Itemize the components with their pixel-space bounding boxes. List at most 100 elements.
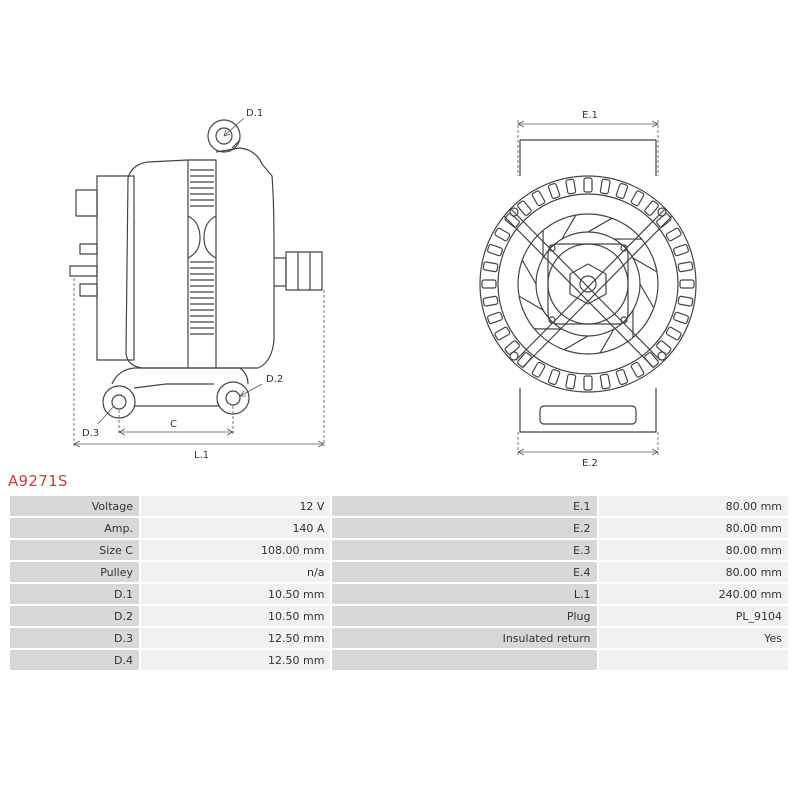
spec-value: 10.50 mm	[141, 584, 331, 604]
front-view	[479, 139, 697, 433]
side-view	[69, 119, 323, 419]
dimension-arrows	[73, 117, 659, 456]
spec-label: Pulley	[10, 562, 139, 582]
ring-slot	[665, 227, 682, 242]
ring-slot	[599, 178, 611, 195]
ring-slot	[677, 261, 694, 273]
spec-value: 12 V	[141, 496, 331, 516]
rotor-blade	[599, 328, 615, 354]
ring-slot	[673, 243, 689, 257]
label-c: C	[170, 419, 177, 430]
rotor-blade	[521, 259, 537, 285]
ring-slot	[630, 361, 645, 378]
ring-slot	[531, 190, 546, 207]
ring-slot	[494, 326, 511, 341]
spec-label: D.2	[10, 606, 139, 626]
rotor-blade	[639, 283, 655, 309]
ring-slot	[615, 183, 629, 199]
ring-slot	[656, 213, 672, 228]
rotor-blade	[563, 335, 589, 351]
ring-slot	[673, 311, 689, 325]
spec-value: 80.00 mm	[598, 562, 788, 582]
label-e1: E.1	[582, 110, 598, 121]
ring-slot	[565, 373, 577, 390]
spec-label	[332, 650, 597, 670]
ring-slot	[487, 243, 503, 257]
spec-value	[598, 650, 788, 670]
ring-slot	[565, 178, 577, 195]
rotor-blade	[561, 214, 577, 240]
spec-label: E.4	[332, 562, 597, 582]
label-d2: D.2	[266, 374, 283, 385]
ring-slot	[677, 295, 694, 307]
ring-slot	[630, 190, 645, 207]
spec-label: Voltage	[10, 496, 139, 516]
spec-value: 12.50 mm	[141, 650, 331, 670]
ring-slot	[482, 295, 499, 307]
spec-value: Yes	[598, 628, 788, 648]
spec-label: Size C	[10, 540, 139, 560]
label-e2: E.2	[582, 458, 598, 469]
ring-slot	[656, 340, 672, 355]
spec-value: PL_9104	[598, 606, 788, 626]
ring-slot	[531, 361, 546, 378]
rotor-blade	[632, 257, 658, 273]
ring-slot	[679, 279, 695, 289]
rotor-blade	[587, 217, 613, 233]
spec-label: E.1	[332, 496, 597, 516]
spec-value: n/a	[141, 562, 331, 582]
front-ring-slots	[481, 177, 695, 391]
ring-slot	[481, 279, 497, 289]
spec-value: 80.00 mm	[598, 540, 788, 560]
spec-label: D.4	[10, 650, 139, 670]
label-d1: D.1	[246, 108, 263, 119]
ring-slot	[494, 227, 511, 242]
spec-value: 80.00 mm	[598, 518, 788, 538]
ring-slot	[665, 326, 682, 341]
ring-slot	[583, 177, 593, 193]
label-l1: L.1	[194, 450, 209, 461]
ring-slot	[615, 369, 629, 385]
ring-slot	[547, 369, 561, 385]
dimension-labels: D.1 D.2 D.3 C L.1 E.1 E.2	[82, 108, 598, 469]
part-number: A9271S	[8, 472, 68, 490]
spec-value: 10.50 mm	[141, 606, 331, 626]
ring-slot	[482, 261, 499, 273]
rotor-blade	[518, 295, 544, 311]
ring-slot	[517, 200, 532, 216]
ring-slot	[583, 375, 593, 391]
ring-slot	[504, 340, 520, 355]
spec-label: Amp.	[10, 518, 139, 538]
spec-label: E.3	[332, 540, 597, 560]
technical-drawing: D.1 D.2 D.3 C L.1 E.1 E.2	[69, 108, 697, 469]
ring-slot	[504, 213, 520, 228]
ring-slot	[644, 352, 659, 368]
ring-slot	[599, 373, 611, 390]
front-rotor-blades	[518, 214, 658, 354]
ring-slot	[644, 200, 659, 216]
spec-label: E.2	[332, 518, 597, 538]
spec-value: 108.00 mm	[141, 540, 331, 560]
spec-label: D.3	[10, 628, 139, 648]
spec-label: Plug	[332, 606, 597, 626]
spec-value: 240.00 mm	[598, 584, 788, 604]
ring-slot	[517, 352, 532, 368]
spec-value: 140 A	[141, 518, 331, 538]
ring-slot	[487, 311, 503, 325]
ring-slot	[547, 183, 561, 199]
spec-value: 12.50 mm	[141, 628, 331, 648]
label-d3: D.3	[82, 428, 99, 439]
spec-label: D.1	[10, 584, 139, 604]
spec-label: L.1	[332, 584, 597, 604]
spec-label: Insulated return	[332, 628, 597, 648]
spec-value: 80.00 mm	[598, 496, 788, 516]
